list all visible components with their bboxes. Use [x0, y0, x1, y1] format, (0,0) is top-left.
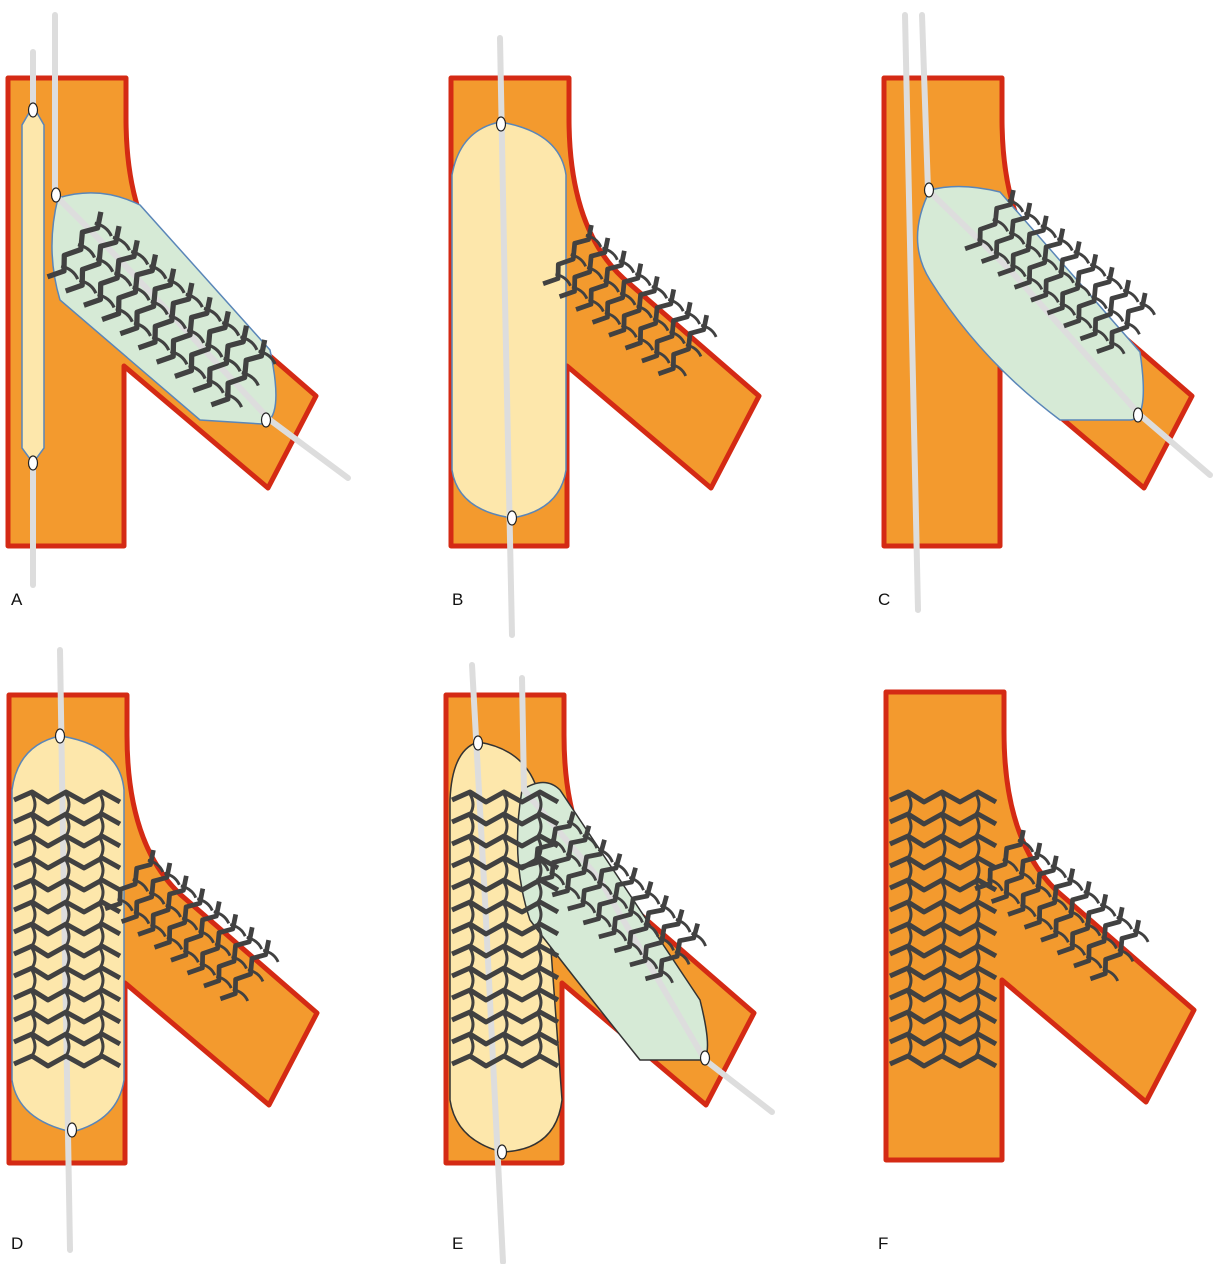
panel-label-e: E — [452, 1234, 463, 1254]
panel-label-c: C — [878, 590, 890, 610]
balloon-marker — [701, 1051, 710, 1065]
panel-a — [8, 15, 348, 585]
panel-f — [886, 692, 1194, 1160]
balloon-marker — [29, 456, 38, 470]
vessel-bifurcation — [886, 692, 1194, 1160]
main-balloon — [22, 106, 44, 463]
balloon-marker — [262, 413, 271, 427]
panel-label-f: F — [878, 1234, 888, 1254]
balloon-marker — [1134, 408, 1143, 422]
panel-label-d: D — [11, 1234, 23, 1254]
balloon-marker — [474, 736, 483, 750]
panel-c — [884, 15, 1210, 610]
balloon-marker — [29, 103, 38, 117]
panel-d — [9, 650, 317, 1250]
panel-b — [451, 38, 759, 635]
balloon-marker — [497, 117, 506, 131]
balloon-marker — [498, 1145, 507, 1159]
balloon-marker — [925, 183, 934, 197]
panel-label-a: A — [11, 590, 22, 610]
balloon-marker — [68, 1123, 77, 1137]
balloon-marker — [56, 729, 65, 743]
panel-label-b: B — [452, 590, 463, 610]
balloon-marker — [508, 511, 517, 525]
panel-e — [446, 665, 772, 1262]
balloon-marker — [52, 188, 61, 202]
